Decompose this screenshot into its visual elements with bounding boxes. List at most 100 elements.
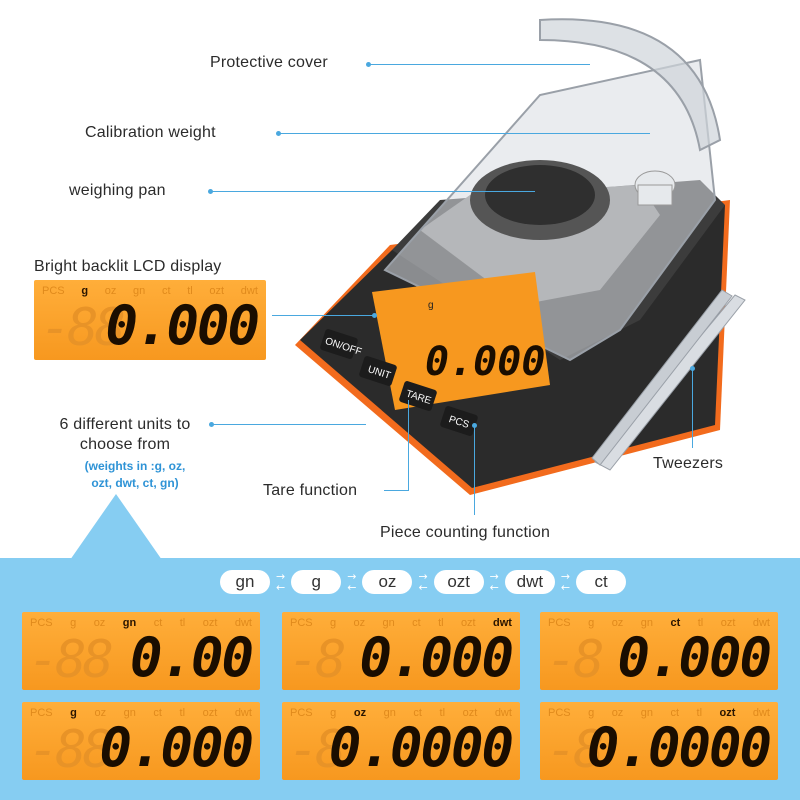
lcd-unit-indicator: g	[588, 707, 595, 719]
piece-counting-label: Piece counting function	[380, 524, 551, 541]
lcd-ghost-digits: -8	[288, 720, 347, 780]
lcd-unit-indicator: gn	[640, 707, 654, 719]
lcd-unit-indicator: tl	[697, 617, 704, 629]
lcd-unit-indicator: ozt	[719, 707, 736, 719]
lcd-unit-indicator: dwt	[752, 707, 770, 719]
scale-display-value: 0.000	[425, 339, 545, 385]
lcd-unit-indicator: ozt	[202, 617, 218, 629]
tweezers-label: Tweezers	[653, 455, 724, 472]
lcd-unit-indicator: ct	[670, 617, 681, 629]
lcd-ghost-digits: -88	[28, 720, 114, 780]
lcd-ghost-digits: -8	[546, 630, 605, 690]
lcd-unit-indicator: gn	[123, 707, 136, 719]
swap-arrow-icon: →←	[489, 570, 499, 594]
lcd-unit-indicator: ozt	[202, 707, 218, 719]
scale-display-unit: g	[428, 300, 434, 311]
tare-function-label: Tare function	[263, 482, 358, 499]
lcd-unit-indicator: g	[70, 707, 77, 719]
lcd-unit-indicator: tl	[179, 707, 186, 719]
lcd-display-label: Bright backlit LCD display	[34, 258, 222, 275]
lcd-unit-indicator: oz	[93, 617, 106, 629]
unit-ct: ct	[576, 570, 627, 594]
lcd-unit-indicator: gn	[383, 707, 396, 719]
lcd-unit-indicator: PCS	[548, 707, 571, 719]
lcd-unit-indicator: tl	[438, 617, 444, 629]
unit-cycle-bar: gn →← g →← oz →← ozt →← dwt →← ct	[220, 570, 627, 594]
lcd-unit-indicator: oz	[611, 617, 624, 629]
swap-arrow-icon: →←	[418, 570, 428, 594]
lcd-ghost-digits: -8	[546, 720, 605, 780]
lcd-unit-indicator: PCS	[290, 617, 313, 629]
units-note-line1: (weights in :g, oz,	[84, 459, 186, 473]
lcd-units-row: PCS g oz gn ct tl ozt dwt	[548, 617, 770, 629]
lcd-value: 0.0000	[328, 716, 514, 779]
units-label-line1: 6 different units to	[59, 416, 191, 433]
lcd-unit-indicator: dwt	[493, 617, 512, 629]
lcd-unit-indicator: gn	[122, 617, 137, 629]
lcd-unit-indicator: PCS	[548, 617, 571, 629]
lcd-unit-indicator: oz	[94, 707, 107, 719]
lcd-unit-indicator: dwt	[494, 707, 512, 719]
swap-arrow-icon: →←	[347, 570, 357, 594]
lcd-value: 0.000	[359, 626, 514, 689]
scale-illustration: 0.000 g ON/OFF UNIT TARE PCS	[295, 18, 746, 495]
lcd-unit-indicator: dwt	[234, 707, 252, 719]
lcd-unit-indicator: g	[330, 707, 337, 719]
lcd-unit-indicator: ct	[153, 617, 163, 629]
lcd-unit-indicator: oz	[353, 707, 367, 719]
lcd-unit-indicator: PCS	[30, 617, 53, 629]
lcd-unit-indicator: tl	[696, 707, 703, 719]
lcd-units-row: PCS g oz gn ct tl ozt dwt	[290, 707, 512, 719]
lcd-ghost-digits: -88	[28, 630, 114, 690]
lcd-value: 0.0000	[586, 716, 772, 779]
lcd-unit-indicator: g	[588, 617, 595, 629]
lcd-ghost-digits: -8	[288, 630, 347, 690]
unit-gn: gn	[220, 570, 270, 594]
unit-oz: oz	[362, 570, 413, 594]
lcd-unit-indicator: ct	[412, 617, 421, 629]
pointer-triangle	[70, 494, 162, 560]
units-label: 6 different units to choose from	[45, 415, 205, 455]
swap-arrow-icon: →←	[560, 570, 571, 594]
unit-g: g	[291, 570, 342, 594]
lcd-unit-indicator: ct	[153, 707, 162, 719]
lcd-value: 0.000	[99, 716, 254, 779]
lcd-unit-indicator: PCS	[30, 707, 53, 719]
lcd-unit-indicator: g	[330, 617, 337, 629]
units-label-line2: choose from	[79, 436, 171, 453]
lcd-unit-indicator: g	[70, 617, 77, 629]
protective-cover-label: Protective cover	[210, 54, 328, 71]
units-note-line2: ozt, dwt, ct, gn)	[91, 476, 179, 490]
lcd-unit-indicator: PCS	[290, 707, 313, 719]
lcd-unit-indicator: ct	[670, 707, 680, 719]
lcd-units-row: PCS g oz gn ct tl ozt dwt	[548, 707, 770, 719]
lcd-unit-indicator: ct	[413, 707, 422, 719]
lcd-unit-indicator: dwt	[752, 617, 770, 629]
lcd-unit-indicator: tl	[439, 707, 446, 719]
lcd-unit-indicator: oz	[353, 617, 366, 629]
units-note: (weights in :g, oz, ozt, dwt, ct, gn)	[60, 458, 210, 492]
top-lcd-value: 0.000	[105, 294, 260, 357]
lcd-units-row: PCS g oz gn ct tl ozt dwt	[30, 707, 252, 719]
weighing-pan-label: weighing pan	[69, 182, 166, 199]
lcd-unit-indicator: oz	[611, 707, 624, 719]
calibration-weight-label: Calibration weight	[85, 124, 216, 141]
unit-ozt: ozt	[433, 570, 484, 594]
top-lcd-ghost: -88	[40, 298, 126, 358]
lcd-value: 0.000	[617, 626, 772, 689]
lcd-unit-indicator: ozt	[720, 617, 736, 629]
lcd-unit-indicator: tl	[179, 617, 186, 629]
lcd-unit-indicator: ozt	[462, 707, 478, 719]
lcd-value: 0.00	[129, 626, 254, 689]
unit-dwt: dwt	[504, 570, 555, 594]
lcd-unit-indicator: gn	[640, 617, 654, 629]
